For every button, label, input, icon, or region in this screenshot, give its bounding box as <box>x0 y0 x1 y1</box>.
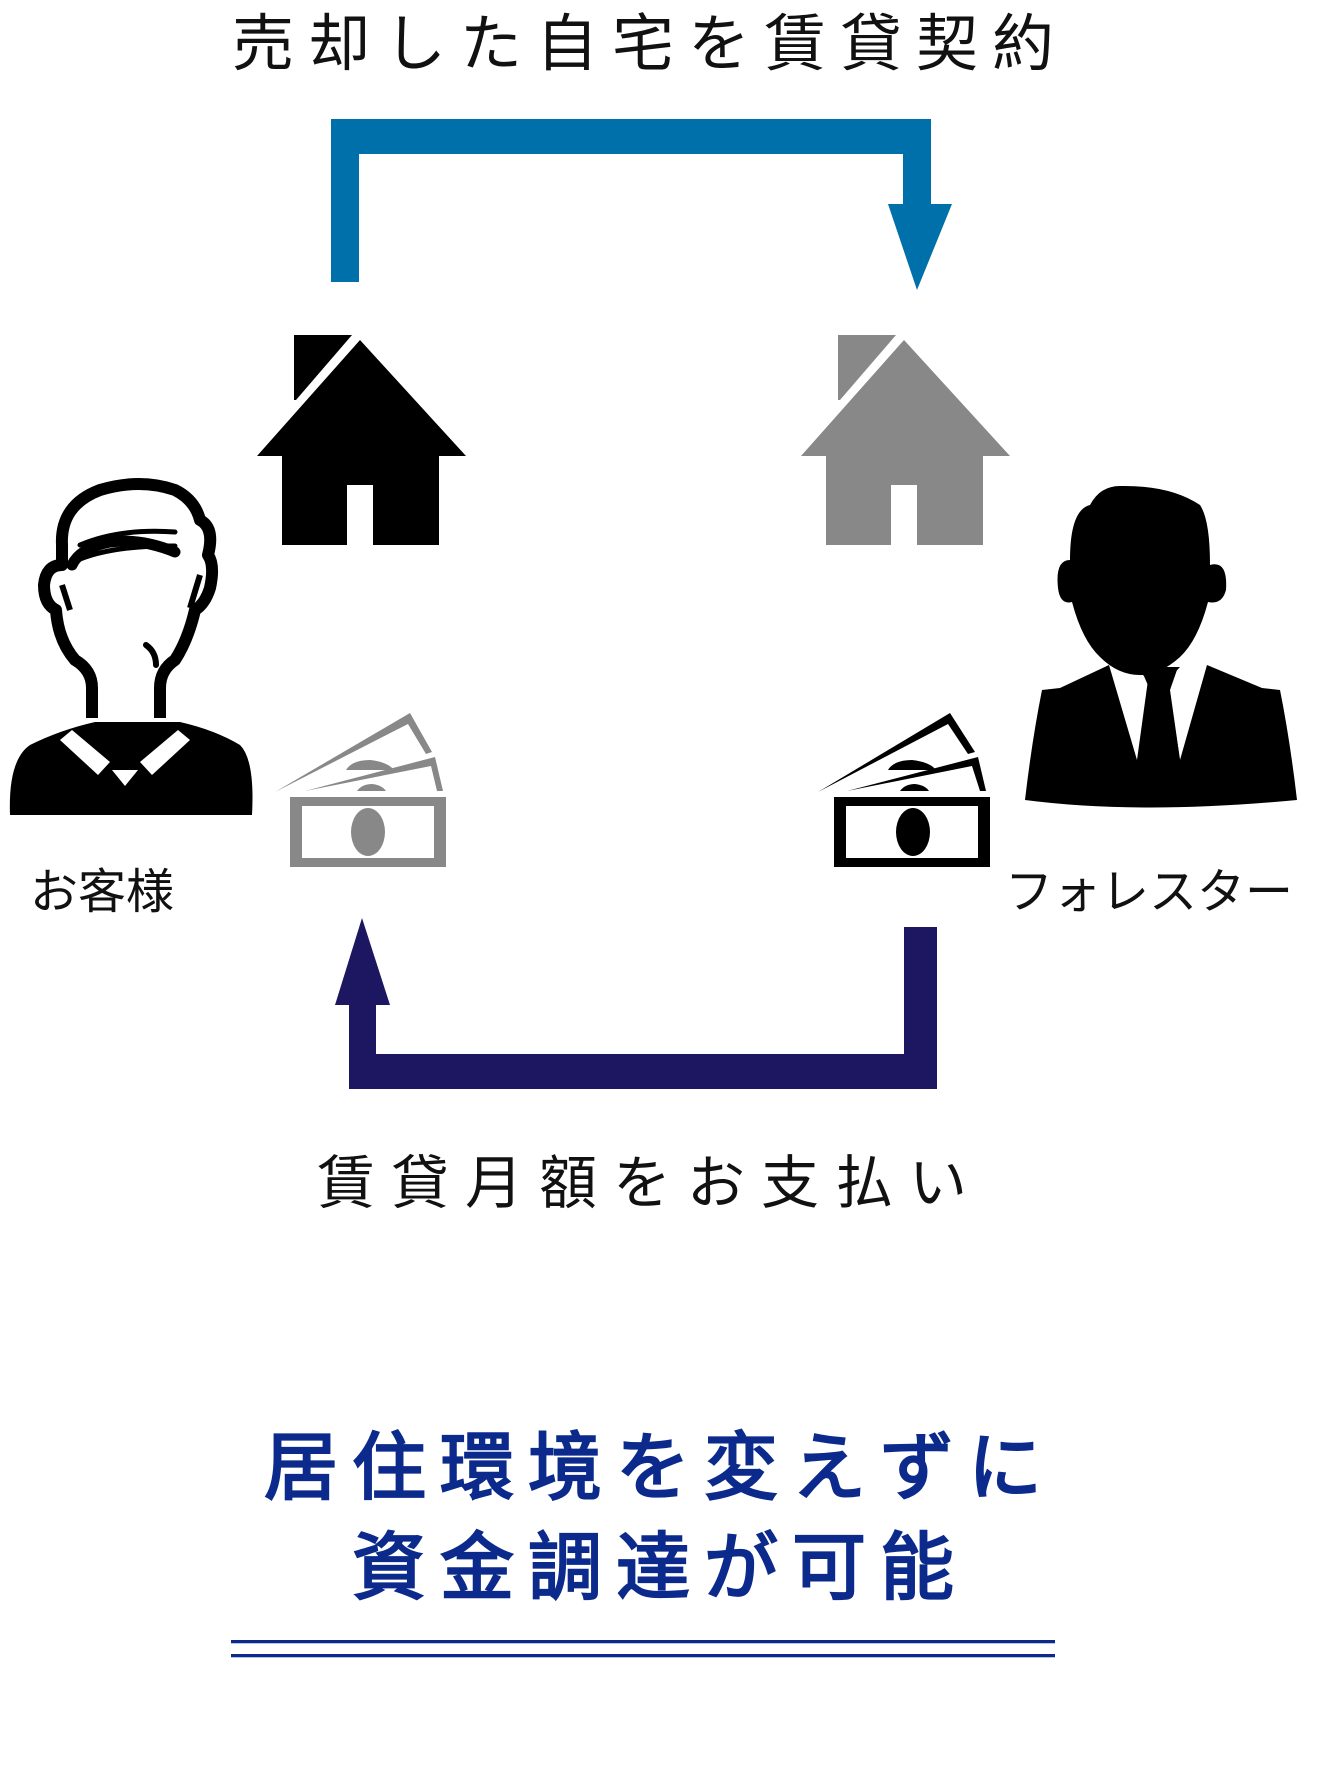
house-icon <box>257 335 466 545</box>
headline-line-2: 資金調達が可能 <box>352 1525 968 1611</box>
businessman-silhouette-icon <box>1025 485 1297 808</box>
bottom-flow-label: 賃貸月額をお支払い <box>316 1149 983 1217</box>
headline-line-1: 居住環境を変えずに <box>264 1425 1056 1511</box>
customer-label: お客様 <box>30 864 175 920</box>
cash-bills-icon <box>818 713 990 867</box>
elderly-man-outline-icon <box>9 478 253 815</box>
top-flow-label: 売却した自宅を賃貸契約 <box>231 7 1068 80</box>
house-icon <box>801 335 1010 545</box>
bottom-arrow-icon <box>335 918 937 1089</box>
forester-label: フォレスター <box>1005 864 1294 920</box>
divider-line <box>231 1640 1055 1643</box>
divider-line <box>231 1654 1055 1657</box>
cash-bills-icon <box>275 713 446 867</box>
top-arrow-icon <box>331 119 952 290</box>
